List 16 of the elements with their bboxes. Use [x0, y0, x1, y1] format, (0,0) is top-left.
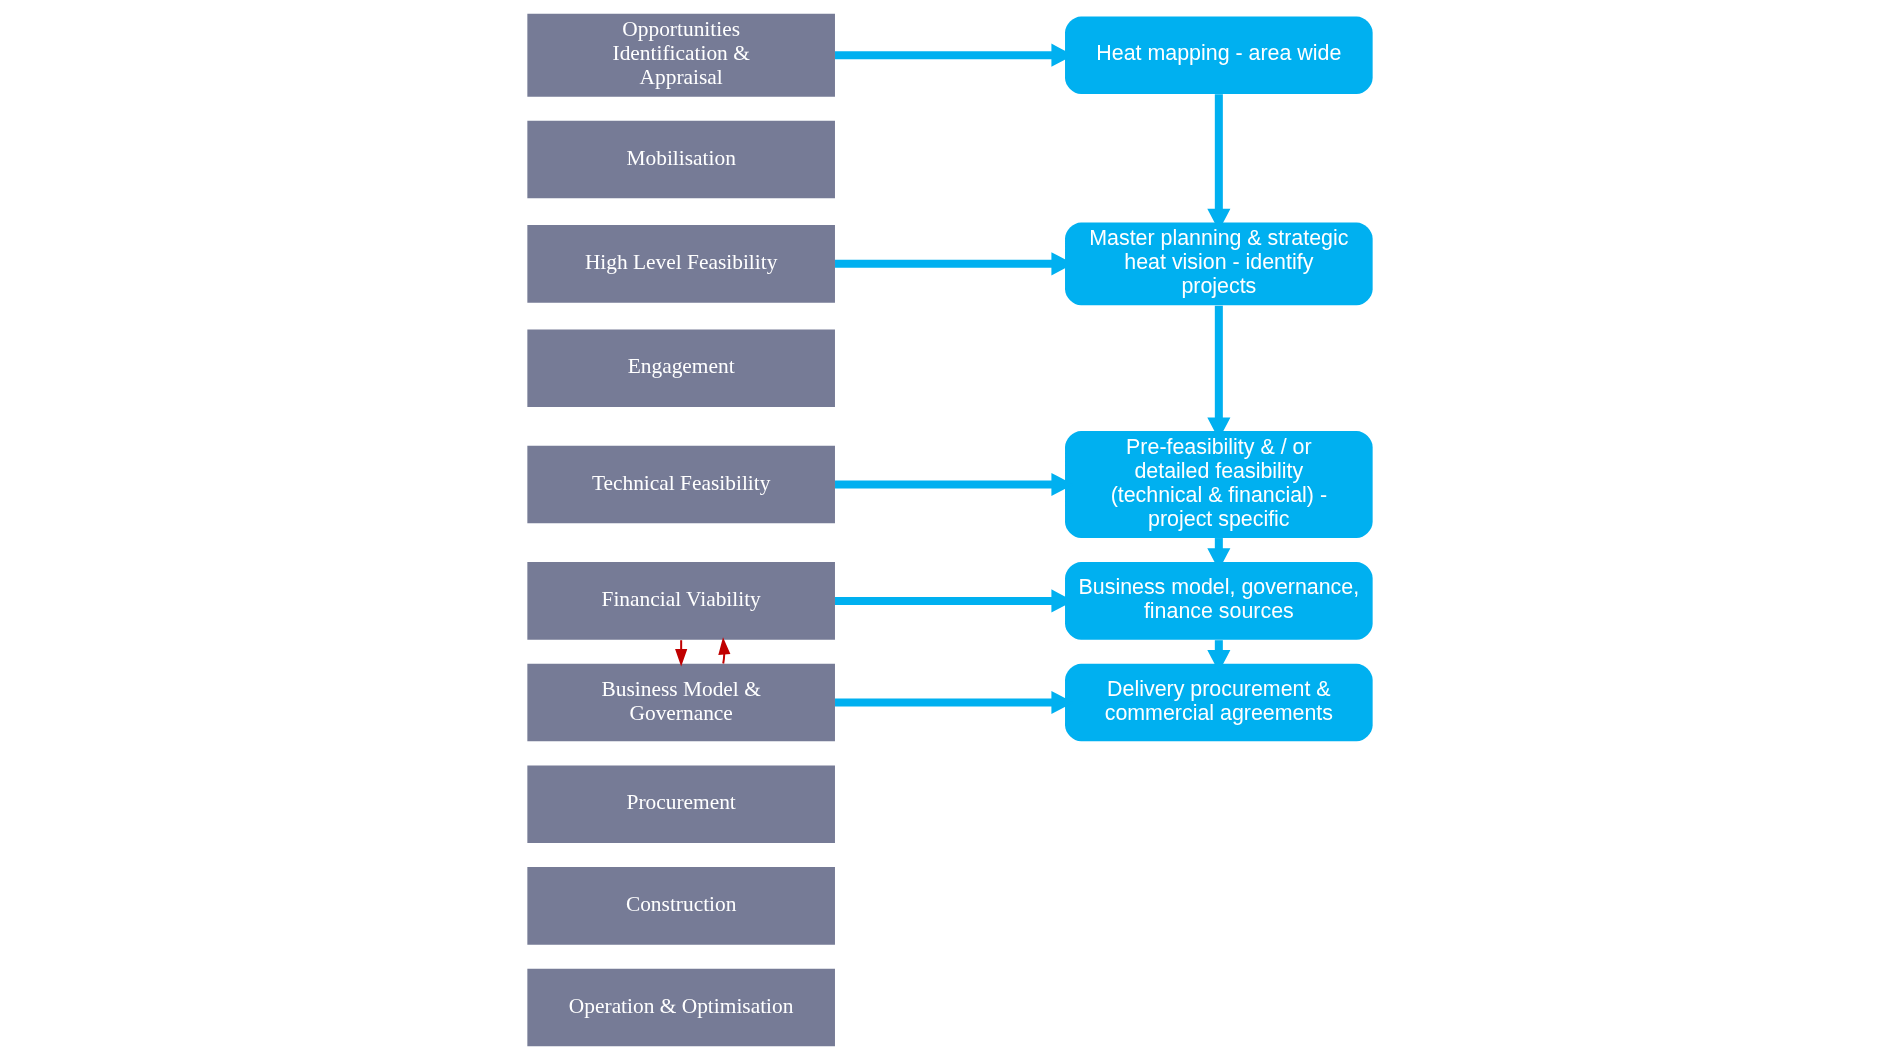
node-box: Pre-feasibility & / or detailed feasibility (technical & financial) - project specific	[1064, 431, 1373, 539]
arrow	[674, 640, 687, 667]
node-box: High Level Feasibility	[526, 225, 835, 303]
node-box: Mobilisation	[526, 120, 835, 199]
node-box: Master planning & strategic heat vision - identify projects	[1064, 222, 1373, 306]
node-box: Heat mapping - area wide	[1064, 16, 1373, 94]
node-box: Delivery procurement & commercial agreements	[1064, 663, 1373, 742]
node-box: Technical Feasibility	[526, 445, 835, 524]
node-box: Financial Viability	[526, 562, 835, 640]
node-box: Business model, governance, finance sources	[1064, 562, 1373, 640]
node-box: Operation & Optimisation	[526, 968, 835, 1047]
node-box: Procurement	[526, 765, 835, 843]
node-box: Engagement	[526, 329, 835, 407]
node-box: Business Model & Governance	[526, 663, 835, 742]
node-box: Opportunities Identification & Appraisal	[526, 13, 835, 97]
node-box: Construction	[526, 867, 835, 945]
